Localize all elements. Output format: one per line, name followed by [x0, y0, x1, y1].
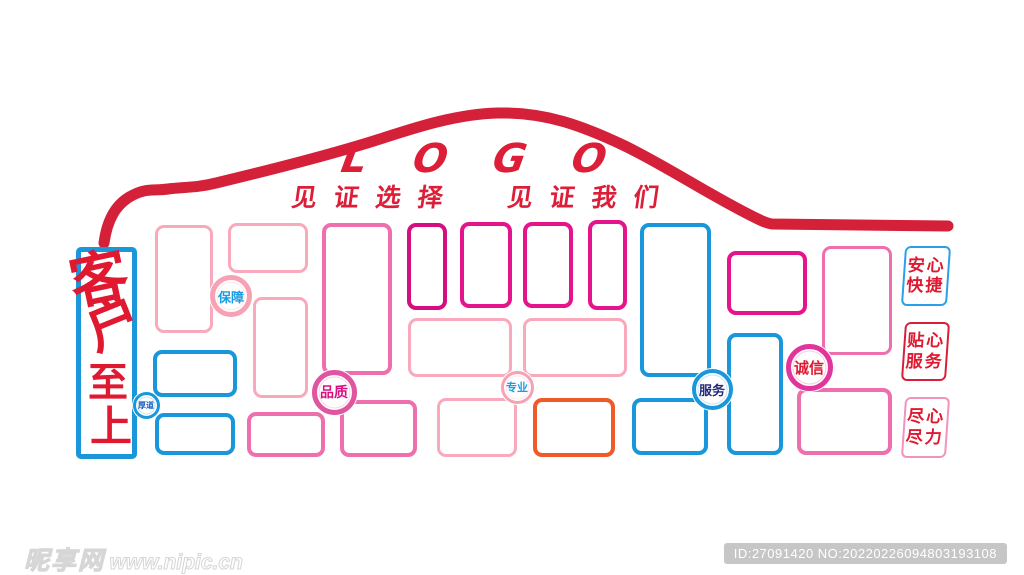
- value-box-line: 贴心: [906, 331, 946, 351]
- photo-frame: [247, 412, 325, 457]
- photo-frame: [822, 246, 892, 355]
- photo-frame: [460, 222, 512, 308]
- badge-integrity: 诚信: [785, 343, 833, 391]
- value-box-line: 服务: [905, 351, 945, 371]
- photo-frame: [640, 223, 711, 377]
- photo-frame: [322, 223, 392, 375]
- photo-frame: [588, 220, 627, 310]
- photo-frame: [632, 398, 708, 455]
- badge-professional: 专业: [500, 370, 534, 404]
- slogan-text: 见 证 选 择 见 证 我 们: [289, 184, 666, 212]
- photo-frame: [153, 350, 237, 397]
- banner-char-3: 至: [88, 359, 128, 406]
- value-box-line: 尽心: [906, 407, 946, 427]
- photo-frame: [408, 318, 512, 377]
- logo-text: L O G O: [337, 136, 627, 182]
- watermark-site-name: 昵享网: [23, 547, 106, 575]
- photo-frame: [727, 333, 783, 455]
- photo-frame: [727, 251, 807, 315]
- badge-service: 服务: [691, 368, 733, 410]
- badge-sincerity: 厚道: [132, 391, 160, 419]
- photo-frame: [533, 398, 615, 457]
- photo-frame: [253, 297, 308, 398]
- badge-guarantee: 保障: [210, 275, 252, 317]
- watermark-site-url: www.nipic.cn: [109, 551, 243, 575]
- value-box-attentive-service: 贴心服务: [900, 322, 951, 381]
- image-id-badge: ID:27091420 NO:20220226094803193108: [723, 543, 1007, 564]
- customer-first-banner: [76, 247, 137, 459]
- photo-frame: [523, 318, 627, 377]
- photo-frame: [228, 223, 308, 273]
- site-watermark: 昵享网 www.nipic.cn: [23, 541, 243, 575]
- value-box-line: 尽力: [905, 427, 945, 447]
- banner-char-4: 上: [90, 402, 133, 451]
- photo-frame: [523, 222, 573, 308]
- photo-frame: [407, 223, 447, 310]
- value-box-line: 快捷: [905, 276, 945, 295]
- value-box-wholehearted: 尽心尽力: [900, 397, 951, 458]
- photo-frame: [155, 225, 213, 333]
- badge-quality: 品质: [311, 369, 357, 415]
- value-box-line: 安心: [907, 255, 947, 275]
- photo-frame: [155, 413, 235, 455]
- photo-frame: [340, 400, 417, 457]
- photo-frame: [797, 388, 892, 455]
- photo-frame: [437, 398, 517, 457]
- value-box-reassuring-fast: 安心快捷: [900, 246, 952, 306]
